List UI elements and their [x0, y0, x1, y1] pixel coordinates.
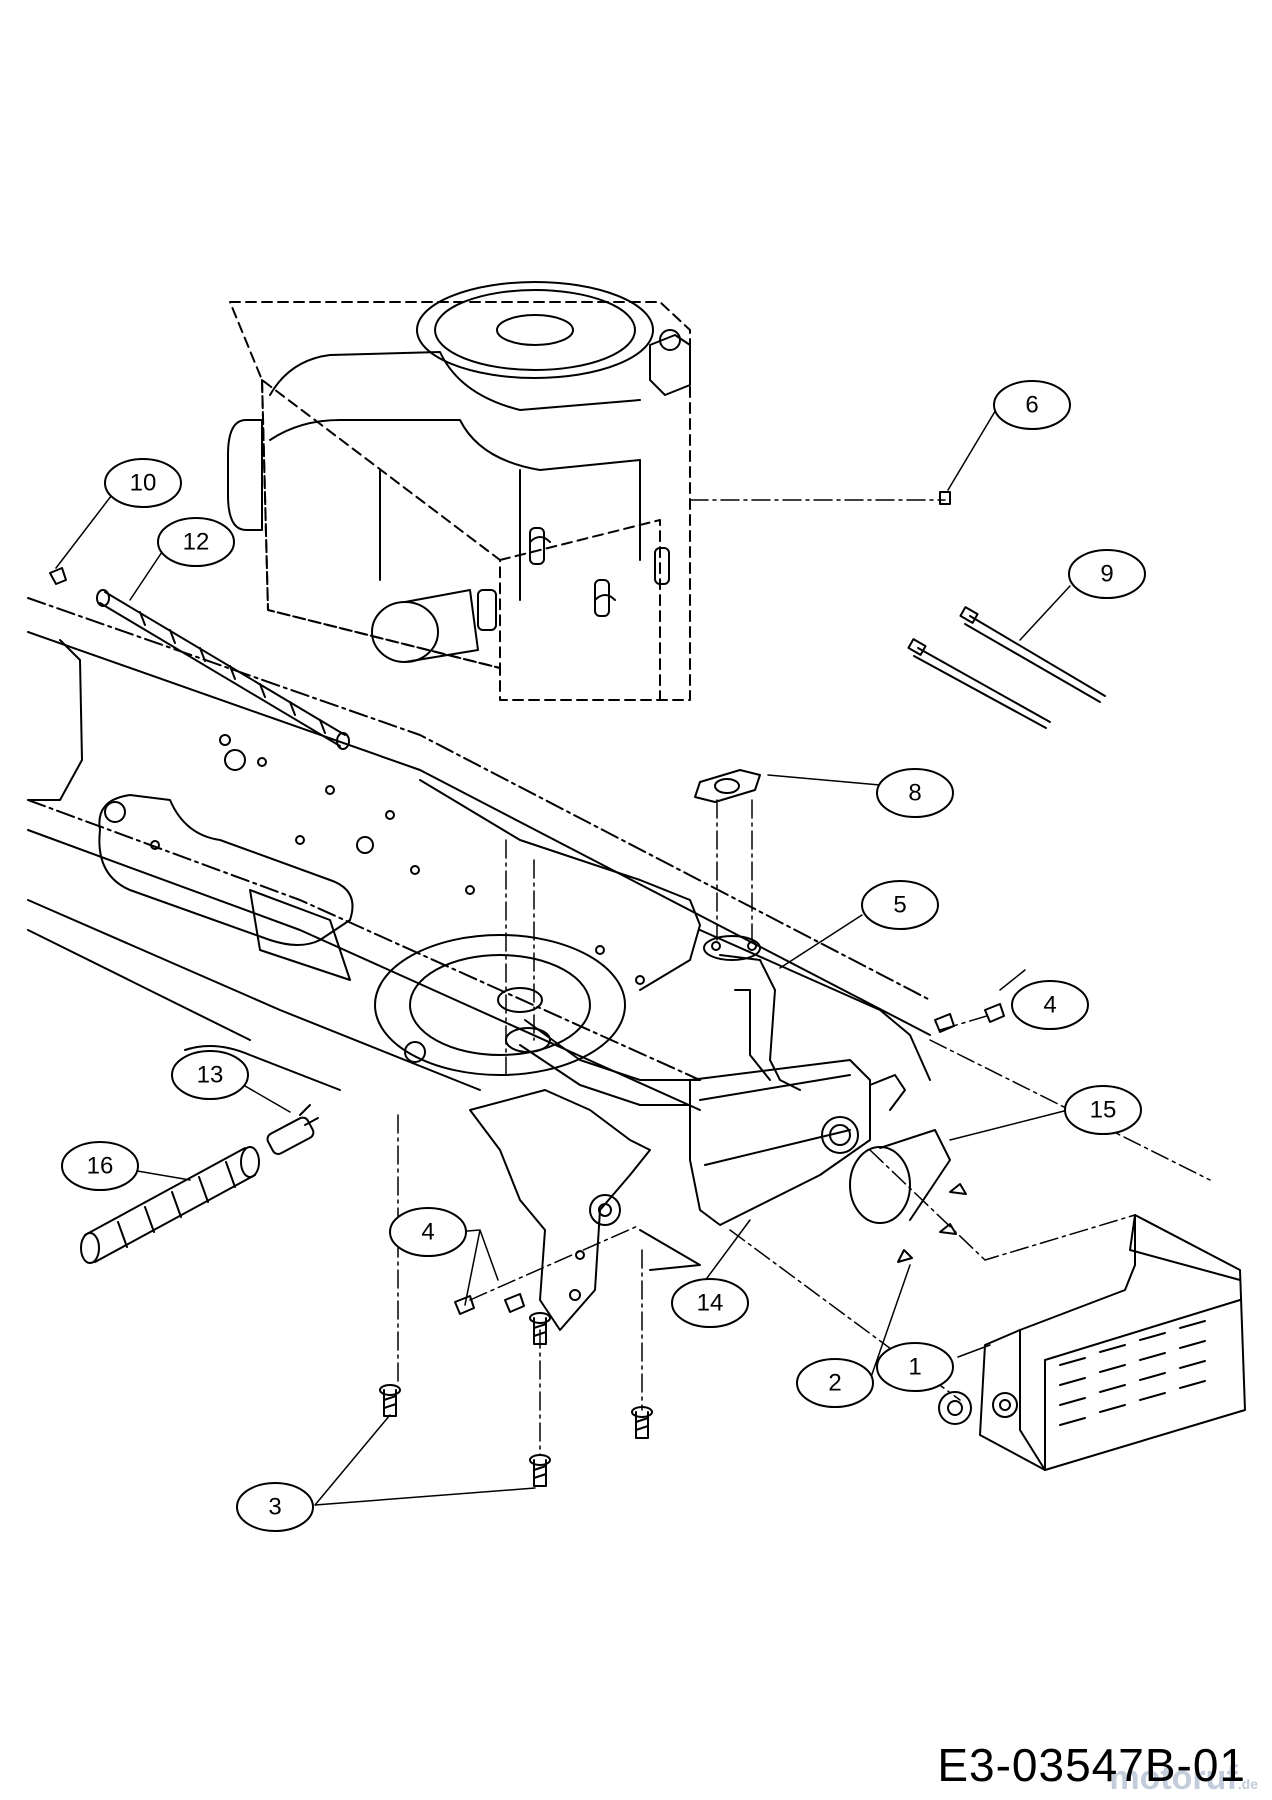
svg-text:5: 5: [893, 892, 906, 919]
svg-text:9: 9: [1100, 561, 1113, 588]
assembly-lines: [397, 499, 1211, 1456]
sleeve: [80, 1146, 260, 1264]
leader-lines: [55, 402, 1071, 1506]
connector: [266, 1104, 319, 1155]
callout-5: 5: [861, 880, 939, 930]
callout-14: 14: [671, 1278, 749, 1328]
drawing-code: E3-03547B-01: [937, 1739, 1246, 1791]
callout-9: 9: [1068, 549, 1146, 599]
clip: [49, 567, 67, 585]
muffler: [689, 1059, 906, 1226]
deflector: [849, 1129, 951, 1224]
svg-text:14: 14: [697, 1290, 724, 1317]
screws: [454, 1003, 1005, 1315]
callout-4b: 4: [1011, 980, 1089, 1030]
bolts: [379, 1312, 653, 1487]
svg-text:2: 2: [828, 1370, 841, 1397]
protective-sleeve: [96, 589, 350, 750]
gasket: [694, 769, 761, 803]
svg-text:15: 15: [1090, 1097, 1117, 1124]
callout-2: 2: [796, 1358, 874, 1408]
svg-text:10: 10: [130, 470, 157, 497]
svg-text:3: 3: [268, 1494, 281, 1521]
callout-15: 15: [1064, 1085, 1142, 1135]
svg-text:1: 1: [908, 1354, 921, 1381]
watermark-logo: motoruf.de: [1109, 1759, 1258, 1797]
callout-13: 13: [171, 1050, 249, 1100]
svg-text:4: 4: [1043, 992, 1056, 1019]
svg-text:13: 13: [197, 1062, 224, 1089]
callout-6: 6: [993, 380, 1071, 430]
exhaust-manifold: [497, 935, 801, 1106]
svg-text:12: 12: [183, 529, 210, 556]
callouts: 1 2 3 4 4 5 6 8: [61, 380, 1146, 1532]
callout-16: 16: [61, 1141, 139, 1191]
callout-3: 3: [236, 1482, 314, 1532]
heat-shield: [938, 1214, 1246, 1471]
callout-12: 12: [157, 517, 235, 567]
callout-4a: 4: [389, 1207, 467, 1257]
svg-text:8: 8: [908, 780, 921, 807]
engine: [227, 281, 691, 701]
nut: [939, 491, 951, 505]
svg-text:6: 6: [1025, 392, 1038, 419]
svg-text:16: 16: [87, 1153, 114, 1180]
cable-ties: [907, 606, 1106, 729]
callout-8: 8: [876, 768, 954, 818]
mounting-bracket: [469, 1089, 701, 1331]
callout-10: 10: [104, 458, 182, 508]
frame: [27, 597, 931, 1111]
callout-1: 1: [876, 1342, 954, 1392]
svg-text:4: 4: [421, 1219, 434, 1246]
